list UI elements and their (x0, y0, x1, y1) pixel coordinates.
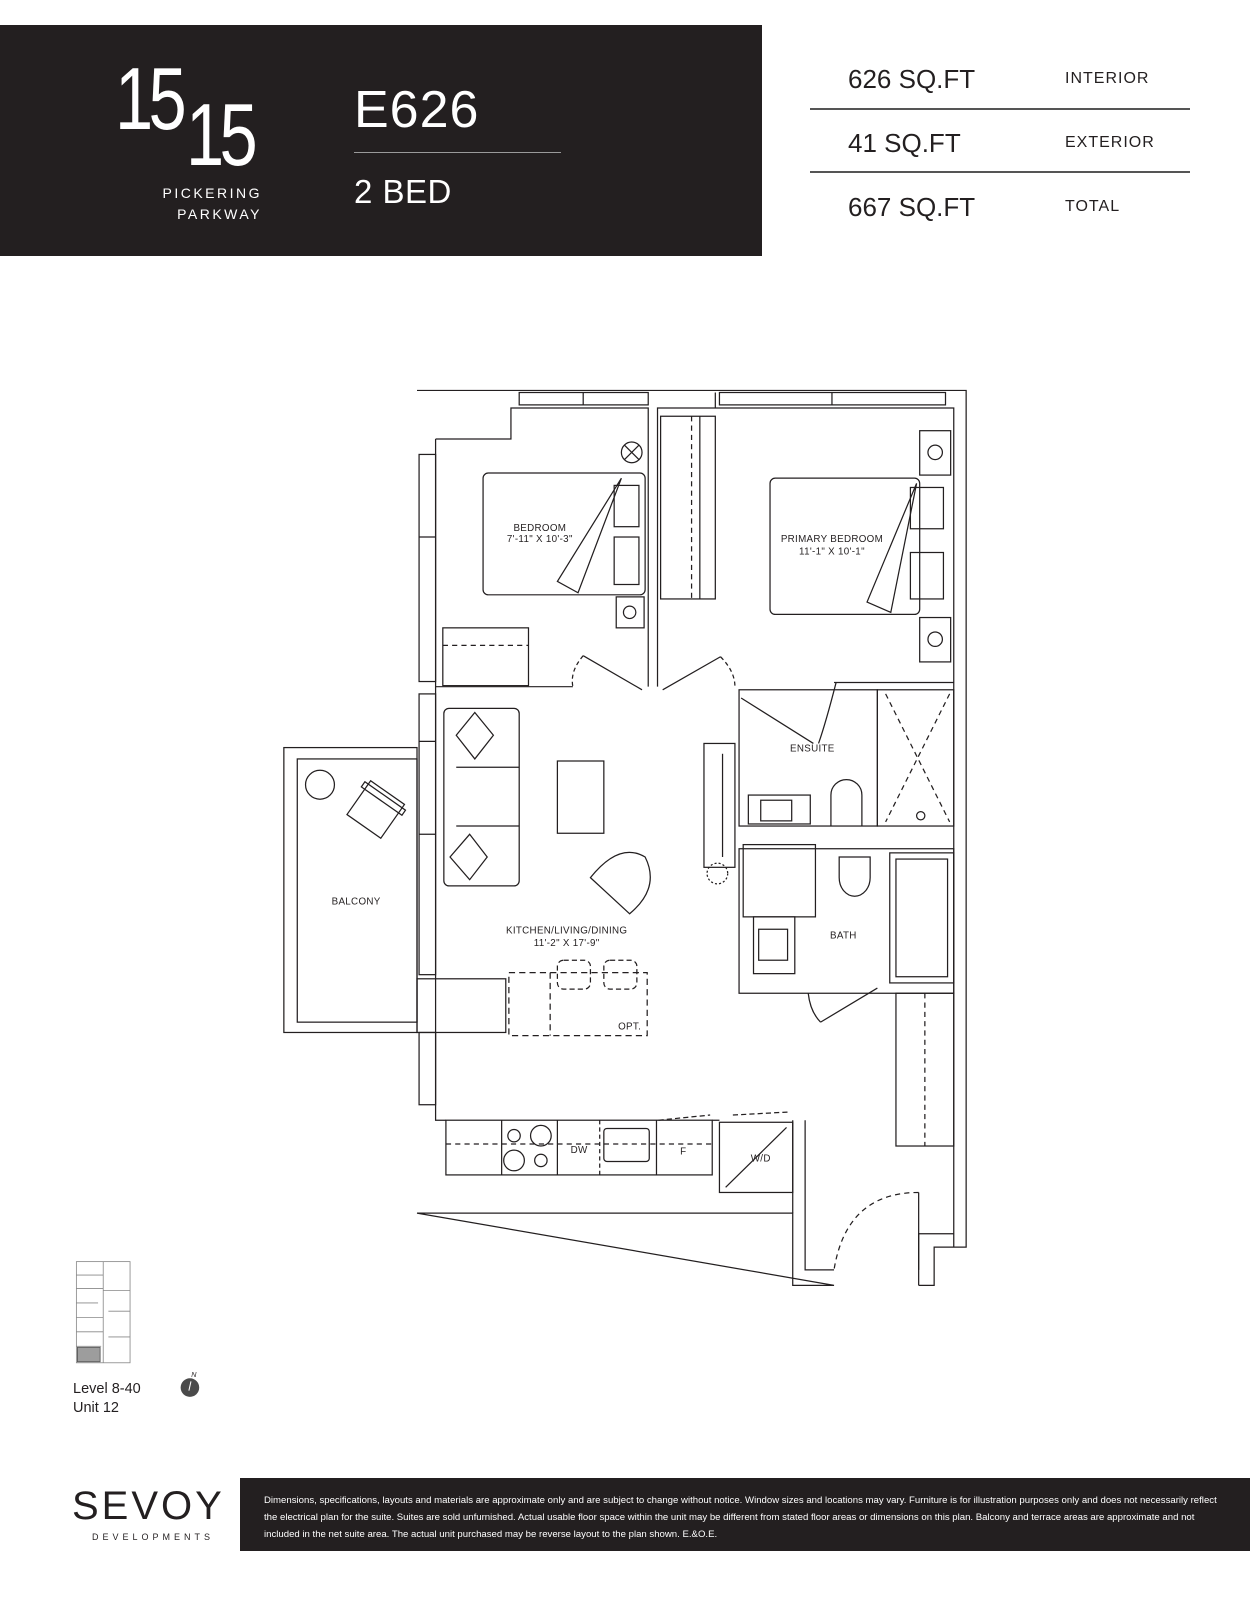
label-washer-dryer: W/D (751, 1153, 771, 1164)
balcony-outline (283, 746, 418, 1034)
area-exterior-label: EXTERIOR (1065, 134, 1155, 151)
header-banner: 15 15 PICKERING PARKWAY E626 2 BED (0, 25, 762, 256)
sink (603, 1127, 650, 1163)
unit-text: Unit 12 (73, 1400, 119, 1416)
developer-logo: SEVOY (72, 1484, 225, 1528)
north-arrow-icon: N (180, 1370, 200, 1397)
logo-line-2: PARKWAY (177, 206, 262, 222)
area-exterior-value: 41 SQ.FT (848, 128, 961, 158)
label-fridge: F (680, 1146, 686, 1157)
room-label-kld: KITCHEN/LIVING/DINING (506, 925, 627, 936)
label-optional: OPT. (618, 1021, 641, 1032)
exterior-wall (416, 389, 967, 1286)
logo-line-1: PICKERING (162, 185, 262, 201)
coffee-table (556, 760, 605, 834)
room-label-ensuite: ENSUITE (790, 744, 835, 755)
balcony-counter (416, 978, 507, 1034)
windows (418, 391, 947, 1106)
key-plan-info: Level 8-40 Unit 12 (73, 1380, 141, 1418)
developer-logo-sub: DEVELOPMENTS (92, 1532, 215, 1542)
room-size-kld: 11'-2" X 17'-9" (534, 938, 600, 949)
key-plan (75, 1261, 131, 1364)
area-interior-label: INTERIOR (1065, 70, 1150, 87)
area-total-value: 667 SQ.FT (848, 192, 976, 222)
primary-bed (769, 477, 921, 616)
room-label-bath: BATH (830, 931, 857, 942)
unit-highlight (77, 1346, 101, 1363)
bed (482, 472, 646, 596)
level-text: Level 8-40 (73, 1381, 141, 1397)
closet (442, 627, 530, 687)
room-label-balcony: BALCONY (332, 896, 381, 907)
divider (810, 108, 1190, 110)
room-size-bedroom: 7'-11" X 10'-3" (507, 534, 573, 545)
disclaimer-banner: Dimensions, specifications, layouts and … (240, 1478, 1250, 1551)
logo-number-top: 15 (115, 49, 187, 148)
unit-beds: 2 BED (354, 173, 452, 210)
chair (589, 851, 651, 915)
label-dishwasher: DW (571, 1145, 588, 1156)
disclaimer-text: Dimensions, specifications, layouts and … (264, 1495, 1217, 1540)
area-interior-value: 626 SQ.FT (848, 64, 976, 94)
unit-name: E626 (354, 81, 480, 139)
divider (354, 152, 561, 153)
optional-island (508, 971, 648, 1037)
shower (876, 689, 955, 827)
room-label-primary-bedroom: PRIMARY BEDROOM (781, 534, 883, 545)
washer-dryer (718, 1121, 794, 1194)
tv-console (703, 742, 736, 868)
area-total-label: TOTAL (1065, 198, 1121, 215)
room-size-primary-bedroom: 11'-1" X 10'-1" (799, 547, 865, 558)
kitchen-counter (445, 1119, 713, 1176)
logo-number-bottom: 15 (186, 85, 258, 184)
sofa (443, 707, 520, 887)
room-label-bedroom: BEDROOM (513, 523, 566, 534)
bathtub (889, 852, 955, 984)
bath (738, 848, 955, 994)
divider (810, 171, 1190, 173)
svg-text:N: N (191, 1370, 197, 1379)
